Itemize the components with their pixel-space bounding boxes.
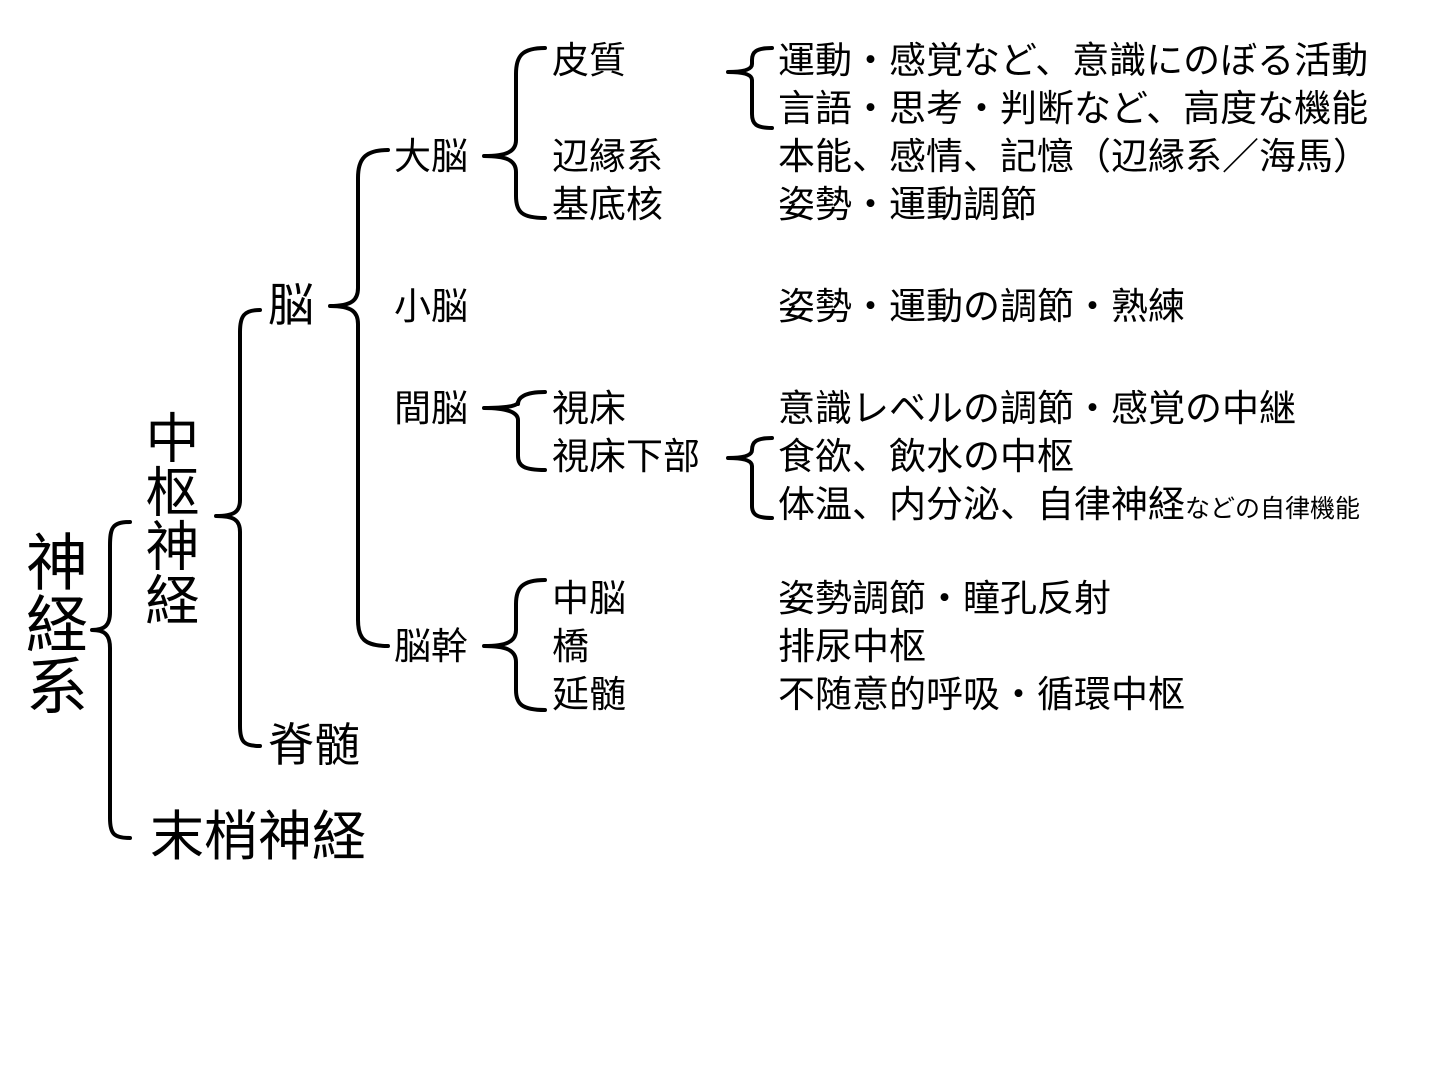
node-basal-ganglia: 基底核 [552,183,663,226]
brace-brain [328,148,390,648]
node-peripheral-nervous: 末梢神経 [150,805,366,868]
node-nervous-system: 神経系 [15,530,88,716]
function-pons: 排尿中枢 [778,625,926,668]
brace-cerebrum [482,46,547,220]
node-diencephalon: 間脳 [394,387,468,430]
node-thalamus: 視床 [552,387,626,430]
node-pons: 橋 [552,625,589,668]
node-midbrain: 中脳 [552,577,626,620]
function-cortex-1: 運動・感覚など、意識にのぼる活動 [778,39,1369,82]
brace-hypothalamus [726,436,774,520]
brace-root [90,520,132,840]
brace-central [214,308,262,748]
node-hypothalamus: 視床下部 [552,435,700,478]
function-medulla: 不随意的呼吸・循環中枢 [778,673,1185,716]
function-cortex-2: 言語・思考・判断など、高度な機能 [778,87,1369,130]
function-hypothalamus-2-suffix: などの自律機能 [1185,494,1361,523]
node-cerebrum: 大脳 [394,135,468,178]
brace-diencephalon [482,390,547,472]
node-central-nervous: 中枢神経 [136,410,199,626]
node-spinal-cord: 脊髄 [268,718,360,772]
node-brain: 脳 [268,278,314,332]
function-hypothalamus-2: 体温、内分泌、自律神経などの自律機能 [778,486,1360,523]
function-thalamus: 意識レベルの調節・感覚の中継 [778,387,1296,430]
node-cerebellum: 小脳 [394,285,468,328]
node-medulla: 延髄 [552,673,626,716]
node-cortex: 皮質 [552,39,626,82]
brace-cortex [726,46,774,130]
function-basal-ganglia: 姿勢・運動調節 [778,183,1037,226]
function-limbic: 本能、感情、記憶（辺縁系／海馬） [778,135,1370,178]
function-midbrain: 姿勢調節・瞳孔反射 [778,577,1111,620]
function-cerebellum: 姿勢・運動の調節・熟練 [778,285,1185,328]
brace-brainstem [482,578,547,712]
node-limbic-system: 辺縁系 [552,135,663,178]
function-hypothalamus-2-main: 体温、内分泌、自律神経 [778,483,1185,526]
function-hypothalamus-1: 食欲、飲水の中枢 [778,435,1074,478]
node-brainstem: 脳幹 [394,625,468,668]
